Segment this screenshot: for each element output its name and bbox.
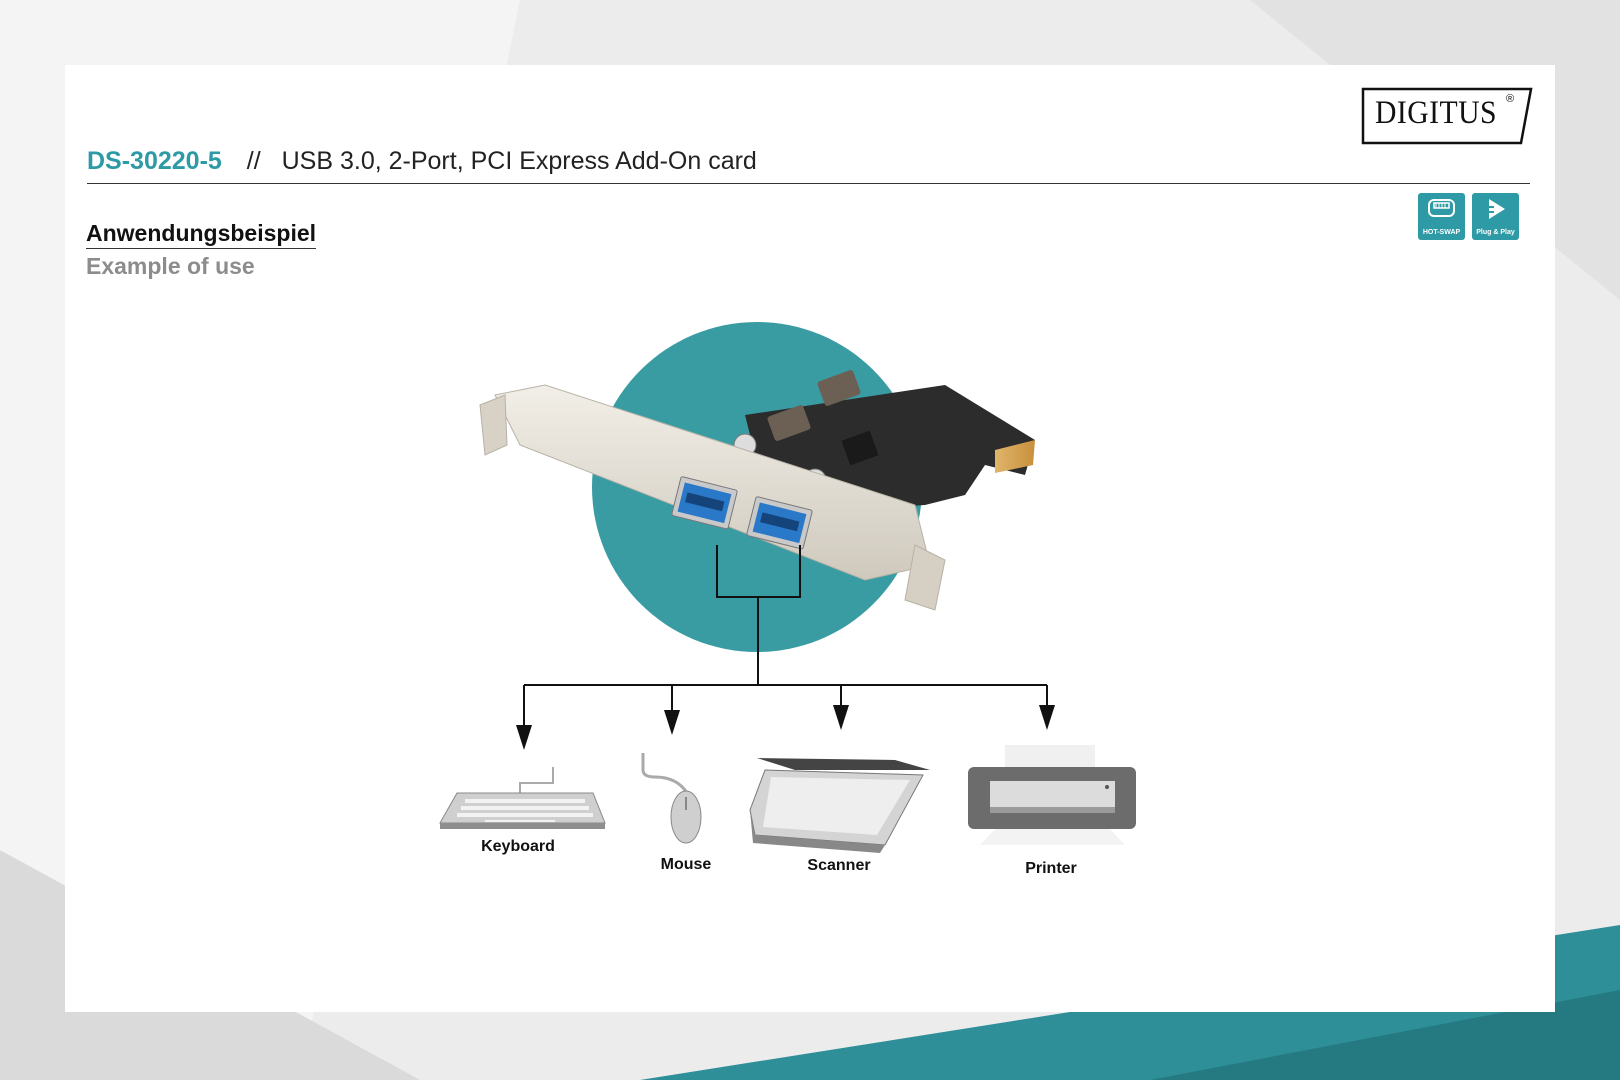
mouse-label: Mouse <box>661 856 712 873</box>
logo-text: DIGITUS <box>1375 95 1497 131</box>
printer-icon <box>968 745 1136 845</box>
scanner-label: Scanner <box>807 857 870 874</box>
datasheet-card: DIGITUS ® DS-30220-5 // USB 3.0, 2-Port,… <box>65 65 1555 1012</box>
hot-swap-badge: HOT-SWAP <box>1418 193 1465 240</box>
title-separator: // <box>246 147 261 175</box>
hot-swap-label: HOT-SWAP <box>1422 229 1461 236</box>
feature-badges: HOT-SWAP Plug & Play <box>1418 193 1520 241</box>
scanner-icon <box>749 758 930 853</box>
connection-lines <box>523 545 1048 725</box>
logo-registered-mark: ® <box>1506 93 1515 105</box>
usb-port-1 <box>671 476 738 530</box>
section-title-english: Example of use <box>86 253 255 279</box>
keyboard-label: Keyboard <box>481 838 555 855</box>
usage-diagram: Keyboard Mouse Scanner Printer <box>439 322 1136 877</box>
plug-and-play-label: Plug & Play <box>1476 229 1515 236</box>
usb-port-2 <box>746 496 813 550</box>
digitus-logo: DIGITUS ® <box>1361 87 1533 145</box>
hot-swap-icon <box>1428 199 1455 217</box>
pcie-card-image <box>479 370 1035 611</box>
keyboard-icon <box>439 767 606 829</box>
plug-and-play-icon <box>1484 199 1505 219</box>
printer-label: Printer <box>1025 860 1077 877</box>
section-title-german: Anwendungsbeispiel <box>86 220 317 249</box>
plug-and-play-badge: Plug & Play <box>1472 193 1519 240</box>
arrowheads <box>516 705 1055 750</box>
mouse-icon <box>641 753 702 844</box>
product-title: USB 3.0, 2-Port, PCI Express Add-On card <box>281 147 757 175</box>
model-number: DS-30220-5 <box>87 147 222 175</box>
title-divider <box>87 183 1530 184</box>
product-title-row: DS-30220-5 // USB 3.0, 2-Port, PCI Expre… <box>87 147 757 176</box>
